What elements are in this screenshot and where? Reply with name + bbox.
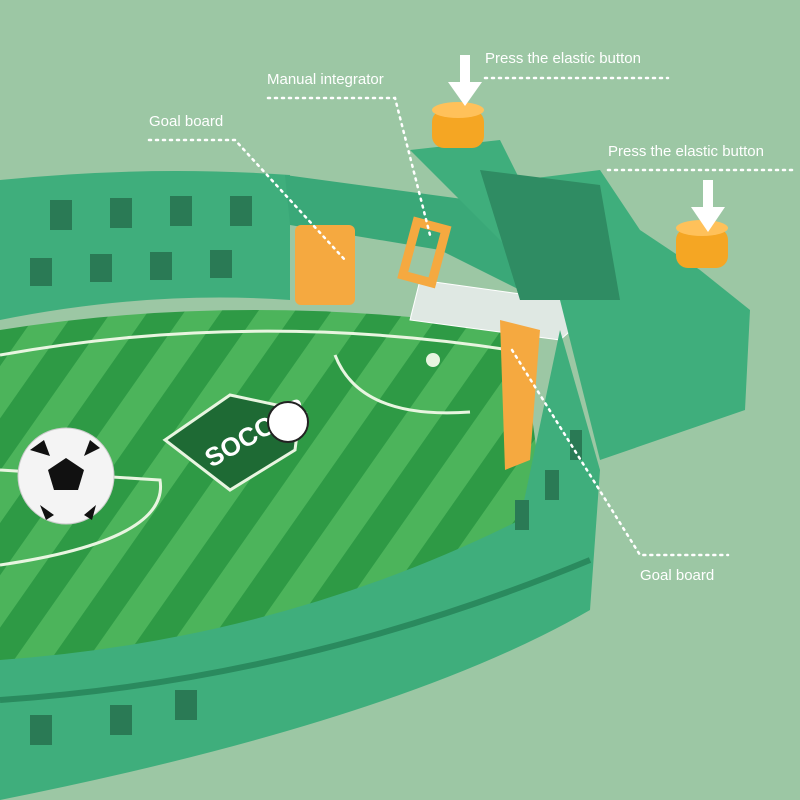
annotation-goal-board-right: Goal board: [640, 567, 715, 584]
stadium-wall-left: [0, 171, 290, 320]
annotation-press-button-top: Press the elastic button: [485, 50, 641, 67]
annotation-manual-integrator: Manual integrator: [267, 71, 384, 88]
down-arrow-icon: [448, 55, 482, 106]
annotation-goal-board-left: Goal board: [149, 113, 224, 130]
annotation-press-button-right: Press the elastic button: [608, 143, 764, 160]
soccer-ball-icon: [17, 427, 115, 525]
down-arrow-icon: [691, 180, 725, 232]
